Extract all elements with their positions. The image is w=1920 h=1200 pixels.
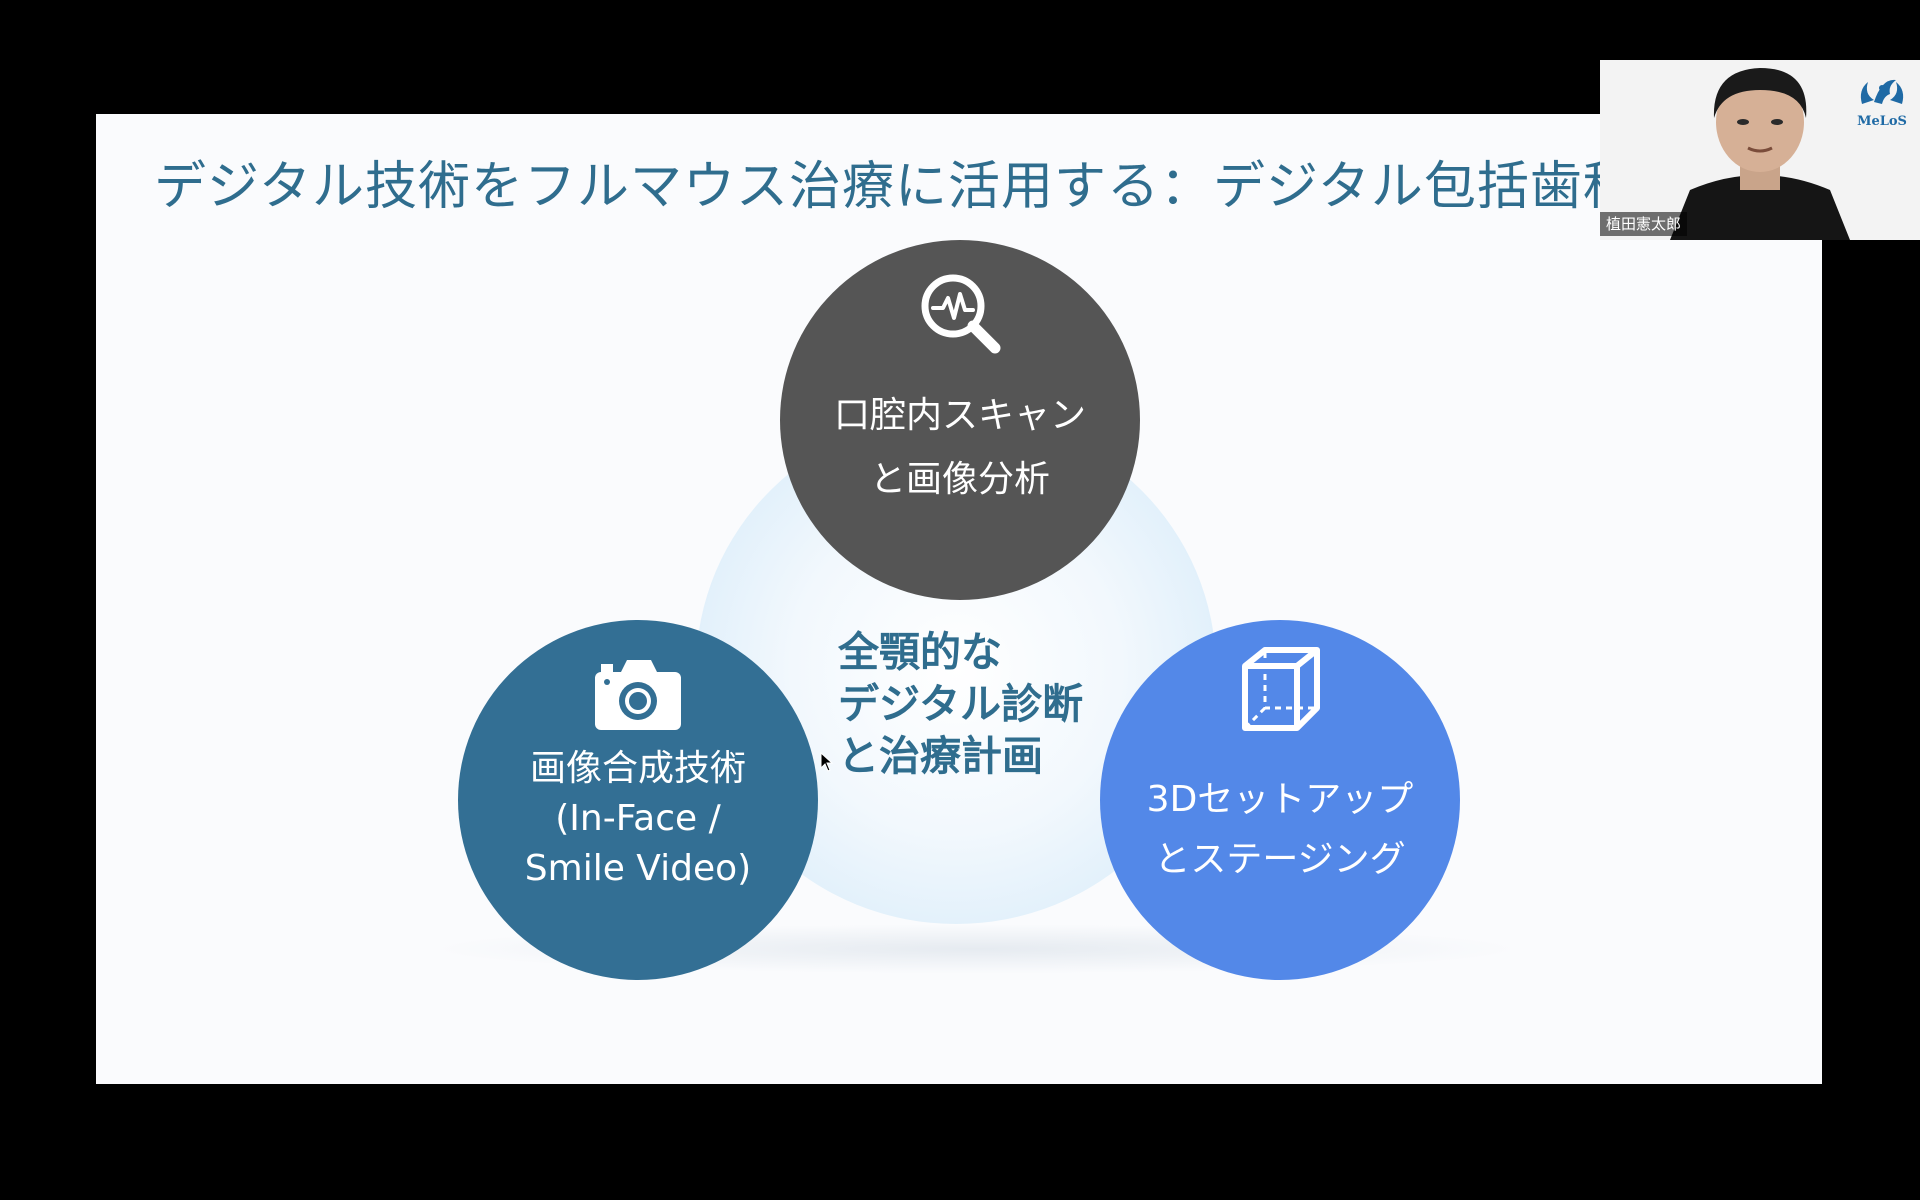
circle-top-line-2: と画像分析 — [869, 459, 1050, 500]
cube-icon — [1242, 647, 1320, 731]
magnifier-pulse-icon — [921, 274, 1001, 354]
center-line-1: 全顎的な — [838, 628, 1002, 676]
camera-icon — [595, 660, 681, 730]
circle-left-line-3: Smile Video) — [524, 848, 752, 889]
mouse-cursor-icon — [820, 752, 834, 772]
participant-video-tile[interactable]: MeLoS 植田憲太郎 — [1600, 60, 1920, 240]
circle-right-label: 3Dセットアップ とステージング — [1147, 770, 1414, 890]
circle-3d-setup: 3Dセットアップ とステージング — [1100, 620, 1460, 980]
circle-left-label: 画像合成技術 (In-Face / Smile Video) — [525, 744, 751, 894]
melos-logo-icon — [1860, 79, 1904, 104]
circle-left-line-2: (In-Face / — [555, 798, 721, 839]
circle-right-line-2: とステージング — [1154, 839, 1406, 880]
slide-title: デジタル技術をフルマウス治療に活用する：デジタル包括歯科 — [154, 157, 1636, 217]
circle-intraoral-scan: 口腔内スキャン と画像分析 — [780, 240, 1140, 600]
circle-top-line-1: 口腔内スキャン — [833, 395, 1086, 436]
circle-image-synthesis: 画像合成技術 (In-Face / Smile Video) — [458, 620, 818, 980]
presentation-slide: デジタル技術をフルマウス治療に活用する：デジタル包括歯科 全顎的な デジタル診断… — [96, 114, 1822, 1084]
center-line-3: と治療計画 — [838, 732, 1043, 780]
circle-right-line-1: 3Dセットアップ — [1146, 779, 1414, 820]
participant-name-tag: 植田憲太郎 — [1600, 212, 1688, 236]
center-line-2: デジタル診断 — [838, 680, 1084, 728]
melos-logo: MeLoS — [1852, 74, 1912, 129]
logo-text: MeLoS — [1857, 114, 1907, 129]
circle-top-label: 口腔内スキャン と画像分析 — [834, 384, 1086, 512]
circle-left-line-1: 画像合成技術 — [529, 748, 746, 789]
center-caption: 全顎的な デジタル診断 と治療計画 — [838, 626, 1083, 782]
